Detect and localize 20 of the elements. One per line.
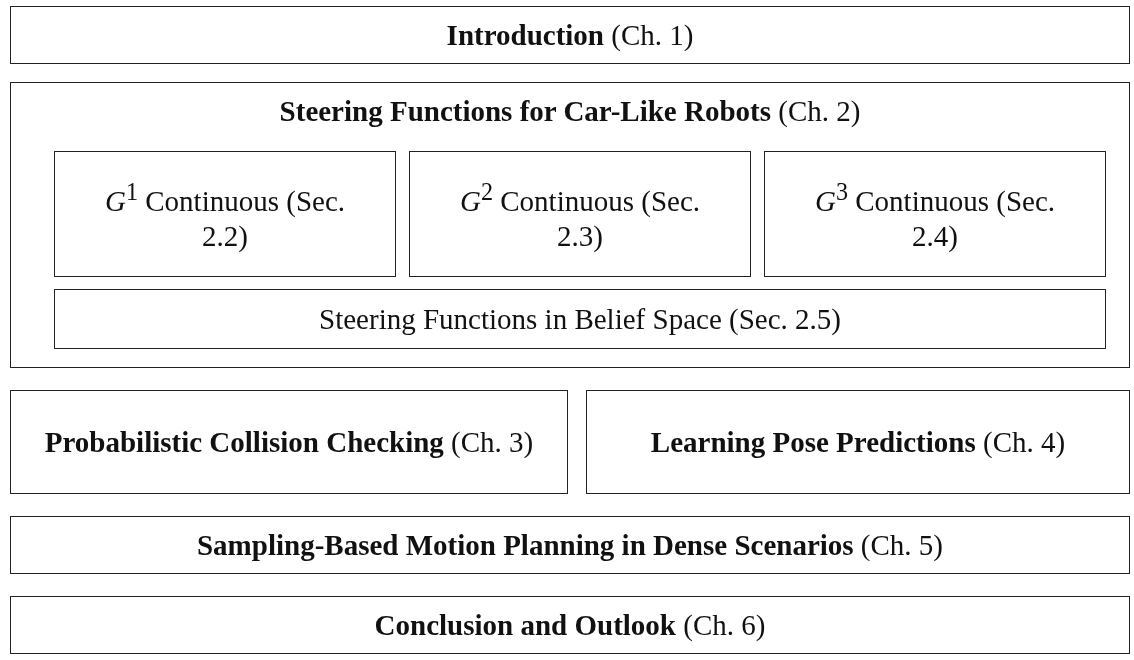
section-box xyxy=(409,151,751,277)
chapter-title: Learning Pose Predictions (Ch. 4) xyxy=(650,425,1066,460)
chapter-title: Steering Functions for Car-Like Robots (Ch. 2) xyxy=(279,94,861,129)
chapter-title: Introduction (Ch. 1) xyxy=(446,18,694,53)
section-title: G$^{1}$ Continuous (Sec. 2.2) xyxy=(103,176,347,255)
chapter-box xyxy=(586,390,1130,494)
chapter-box xyxy=(10,6,1130,64)
chapter-title: Sampling-Based Motion Planning in Dense Scenarios (Ch. 5) xyxy=(196,528,943,563)
chapter-box xyxy=(10,596,1130,654)
chapter-box xyxy=(10,390,568,494)
section-title: Steering Functions in Belief Space (Sec. 2.5) xyxy=(319,302,841,337)
section-box xyxy=(54,289,1106,349)
chapter-title: Probabilistic Collision Checking (Ch. 3) xyxy=(44,425,534,460)
chapter-panel xyxy=(10,82,1130,368)
section-title: G$^{3}$ Continuous (Sec. 2.4) xyxy=(813,176,1057,255)
section-box xyxy=(764,151,1106,277)
chapter-box xyxy=(10,516,1130,574)
section-box xyxy=(54,151,396,277)
section-title: G$^{2}$ Continuous (Sec. 2.3) xyxy=(458,176,702,255)
chapter-title: Conclusion and Outlook (Ch. 6) xyxy=(374,608,766,643)
